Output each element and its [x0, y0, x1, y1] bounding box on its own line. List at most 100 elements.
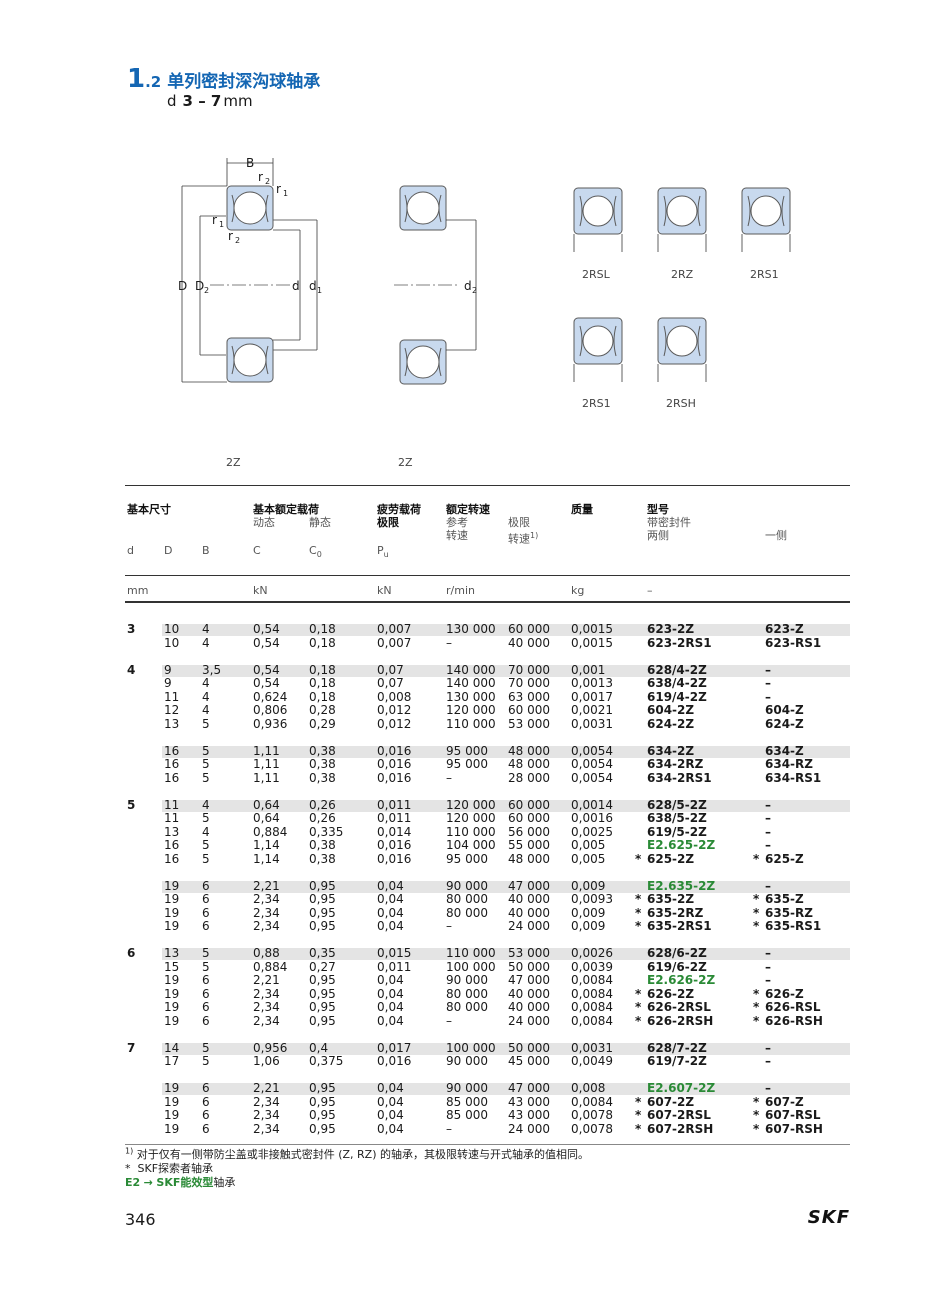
bore-range-value: 3 – 7: [182, 92, 222, 110]
header-sealed: 带密封件: [647, 516, 691, 529]
cell-explorer-mark: *: [635, 986, 642, 1001]
symbol-Pu-text: P: [377, 544, 384, 557]
cell-bore-d: 3: [127, 622, 136, 636]
cell-limit-speed: 40 000: [508, 892, 550, 906]
cell-limit-speed: 24 000: [508, 919, 550, 933]
cell-ref-speed: –: [446, 919, 452, 933]
cell-dynamic-load: 0,54: [253, 676, 280, 690]
cell-explorer-mark-one-side: *: [753, 1094, 760, 1109]
symbol-Pu-sub: u: [383, 550, 389, 560]
header-static: 静态: [309, 516, 331, 529]
variant-drawing-2: [657, 187, 707, 252]
cell-designation-both-sides: 607-2RSL: [647, 1108, 711, 1122]
cell-designation-both-sides: 607-2RSH: [647, 1121, 714, 1136]
header-designation: 型号: [647, 503, 669, 516]
cell-fatigue-load: 0,04: [377, 878, 404, 893]
cell-limit-speed: 24 000: [508, 1121, 550, 1136]
cell-designation-both-sides: 634-2RZ: [647, 757, 704, 771]
cell-explorer-mark: *: [635, 1000, 642, 1014]
dim-r1-top-label: r: [276, 182, 281, 196]
cell-static-load: 0,95: [309, 1000, 336, 1014]
cell-designation-one-side: –: [765, 1040, 771, 1055]
cell-dynamic-load: 0,884: [253, 824, 288, 839]
cell-dynamic-load: 1,14: [253, 851, 280, 866]
cell-dynamic-load: 2,34: [253, 1121, 280, 1136]
cell-outer-d: 16: [164, 743, 180, 758]
cell-limit-speed: 43 000: [508, 1108, 550, 1122]
cell-fatigue-load: 0,04: [377, 986, 404, 1001]
cell-outer-d: 14: [164, 1040, 180, 1055]
cell-limit-speed: 40 000: [508, 1000, 550, 1014]
header-fatigue-limit: 极限: [377, 516, 399, 529]
cell-mass: 0,0078: [571, 1121, 613, 1136]
cell-width: 4: [202, 689, 210, 704]
variant-drawing-3: [741, 187, 791, 252]
cell-width: 4: [202, 635, 210, 650]
cell-designation-one-side: 607-RSL: [765, 1108, 821, 1122]
cell-static-load: 0,335: [309, 824, 344, 839]
row-highlight-band: [162, 799, 850, 812]
cell-designation-one-side: 635-Z: [765, 892, 804, 906]
second-drawing-caption: 2Z: [398, 456, 413, 469]
cell-width: 6: [202, 1094, 210, 1109]
cell-dynamic-load: 2,21: [253, 1081, 280, 1095]
cell-designation-one-side: 634-Z: [765, 743, 804, 758]
dim-r1-side-label: r: [212, 213, 217, 227]
header-limiting: 极限: [508, 516, 530, 529]
cell-fatigue-load: 0,04: [377, 1000, 404, 1014]
table-bottom-rule: [125, 1144, 850, 1145]
cell-mass: 0,0026: [571, 946, 613, 960]
symbol-C: C: [253, 544, 261, 557]
cell-dynamic-load: 2,34: [253, 1013, 280, 1028]
cell-mass: 0,0013: [571, 676, 613, 690]
cell-ref-speed: 120 000: [446, 797, 496, 812]
cell-designation-both-sides: 623-2RS1: [647, 635, 712, 650]
footnote-3: E2 → SKF能效型轴承: [125, 1174, 235, 1190]
cell-dynamic-load: 0,64: [253, 797, 280, 812]
cell-fatigue-load: 0,07: [377, 676, 404, 690]
cell-static-load: 0,38: [309, 770, 336, 785]
dim-r1-side-sub: 1: [219, 220, 224, 229]
cell-ref-speed: 120 000: [446, 703, 496, 717]
header-fatigue: 疲劳载荷: [377, 503, 421, 516]
cell-ref-speed: 85 000: [446, 1108, 488, 1122]
cell-ref-speed: –: [446, 635, 452, 650]
cell-designation-one-side: 604-Z: [765, 703, 804, 717]
cell-static-load: 0,18: [309, 676, 336, 690]
cell-designation-one-side: 625-Z: [765, 851, 804, 866]
cell-width: 5: [202, 811, 210, 825]
cell-width: 4: [202, 703, 210, 717]
second-ring-bottom: [399, 339, 447, 385]
cell-outer-d: 19: [164, 1108, 180, 1122]
footnote-2: * SKF探索者轴承: [125, 1160, 213, 1176]
dim-d-label: d: [292, 279, 300, 293]
dim-d2-label: d: [464, 279, 472, 293]
cell-static-load: 0,95: [309, 1121, 336, 1136]
dim-r2-top-label: r: [258, 170, 263, 184]
cell-outer-d: 13: [164, 824, 180, 839]
cell-ref-speed: 95 000: [446, 851, 488, 866]
cell-fatigue-load: 0,012: [377, 703, 412, 717]
cell-limit-speed: 47 000: [508, 878, 550, 893]
cell-designation-both-sides: E2.626-2Z: [647, 973, 716, 987]
cell-designation-one-side: 635-RS1: [765, 919, 822, 933]
row-highlight-band: [162, 664, 850, 677]
cell-static-load: 0,18: [309, 635, 336, 650]
symbol-d: d: [127, 544, 134, 557]
cell-width: 5: [202, 1040, 210, 1055]
cell-mass: 0,0017: [571, 689, 613, 704]
cell-mass: 0,0093: [571, 892, 613, 906]
cell-designation-both-sides: E2.635-2Z: [647, 878, 716, 893]
cell-dynamic-load: 1,14: [253, 838, 280, 852]
cell-static-load: 0,27: [309, 959, 336, 974]
header-limiting-speed-text: 转速: [508, 532, 530, 546]
cell-static-load: 0,26: [309, 811, 336, 825]
cell-designation-both-sides: 635-2Z: [647, 892, 695, 906]
cell-designation-both-sides: 604-2Z: [647, 703, 695, 717]
cell-static-load: 0,95: [309, 1108, 336, 1122]
cell-ref-speed: 110 000: [446, 716, 496, 731]
cell-static-load: 0,38: [309, 757, 336, 771]
cell-static-load: 0,95: [309, 919, 336, 933]
cell-dynamic-load: 0,54: [253, 635, 280, 650]
cell-mass: 0,0014: [571, 797, 613, 812]
